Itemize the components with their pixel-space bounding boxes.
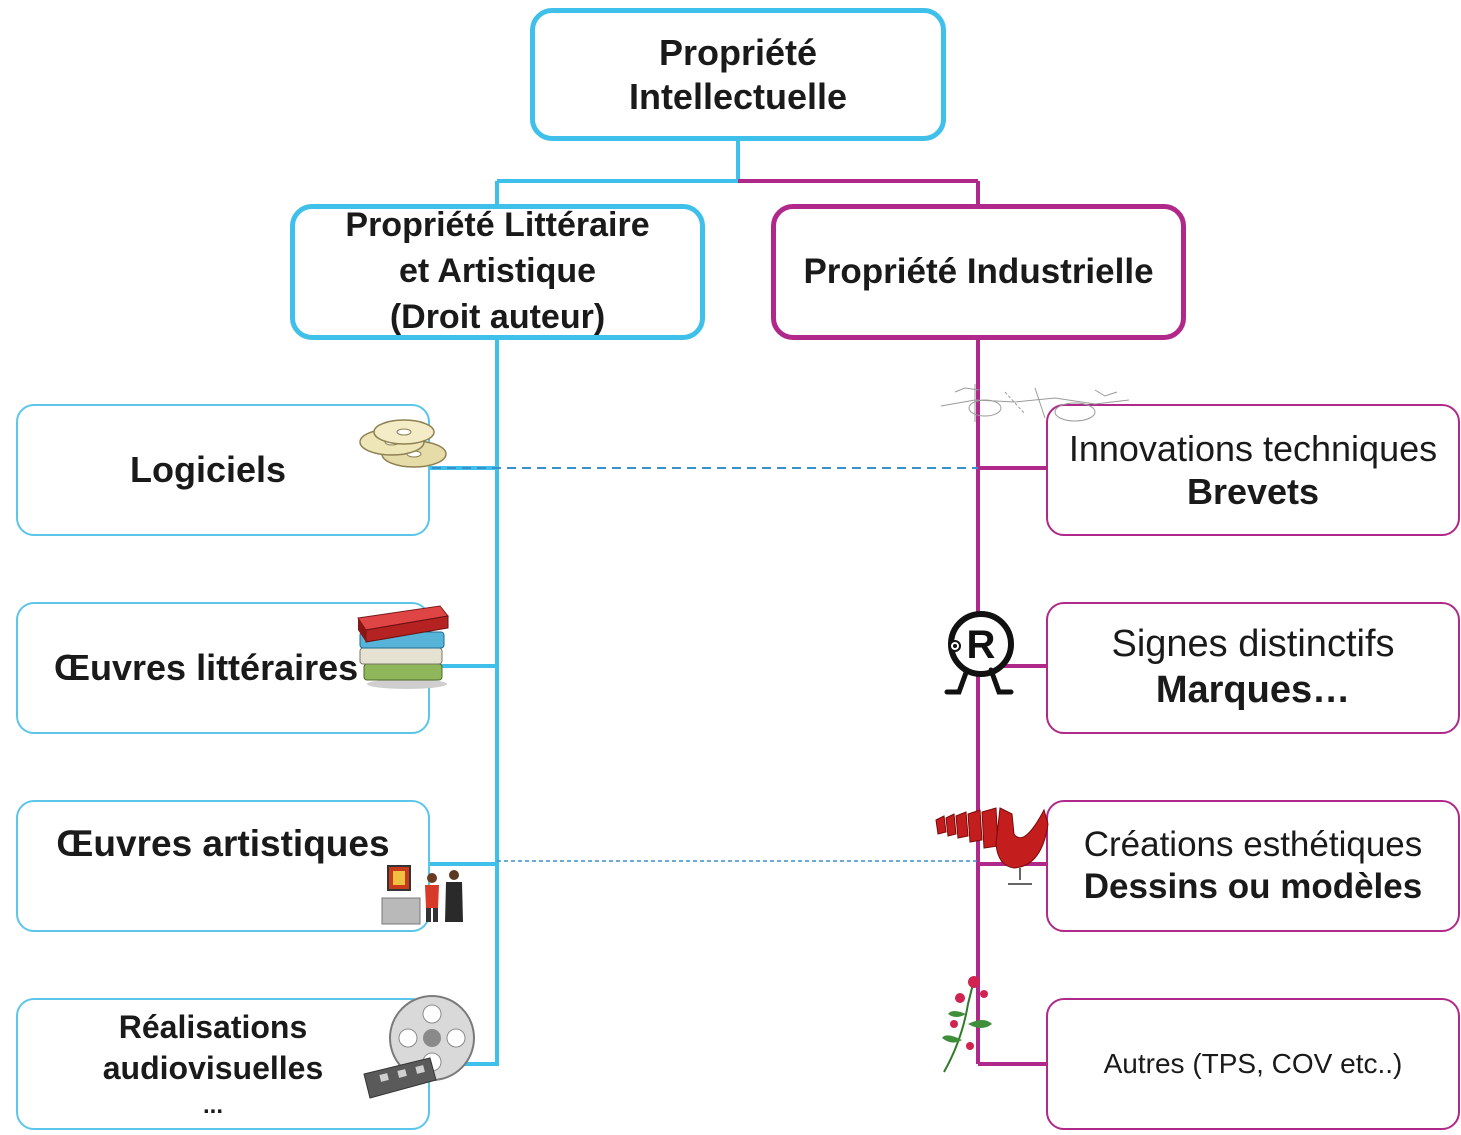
left-branch-node: Propriété Littéraire et Artistique (Droi… xyxy=(290,204,705,340)
right-branch-node: Propriété Industrielle xyxy=(771,204,1186,340)
left-branch-line2: et Artistique xyxy=(398,252,597,291)
item-brevets: Innovations techniques Brevets xyxy=(1046,404,1460,536)
technical-drawing-icon xyxy=(940,384,1130,422)
autres-label: Autres (TPS, COV etc..) xyxy=(1103,1048,1403,1080)
svg-text:R: R xyxy=(967,623,996,667)
dessins-line2: Dessins ou modèles xyxy=(1083,867,1423,906)
marques-line1: Signes distinctifs xyxy=(1111,623,1395,666)
root-line2: Intellectuelle xyxy=(628,75,848,117)
item-marques: Signes distinctifs Marques… xyxy=(1046,602,1460,734)
brevets-line1: Innovations techniques xyxy=(1068,427,1438,469)
realisations-line2: audiovisuelles xyxy=(102,1050,324,1087)
registered-trademark-icon: R xyxy=(944,611,1014,695)
item-logiciels: Logiciels xyxy=(16,404,430,536)
item-autres: Autres (TPS, COV etc..) xyxy=(1046,998,1460,1130)
dessins-line1: Créations esthétiques xyxy=(1083,825,1423,864)
left-branch-line3: (Droit auteur) xyxy=(389,297,606,336)
realisations-line3: ... xyxy=(202,1092,223,1119)
item-oeuvres-artistiques: Œuvres artistiques xyxy=(16,800,430,932)
books-icon xyxy=(357,605,449,689)
root-line1: Propriété xyxy=(658,32,818,74)
left-branch-line1: Propriété Littéraire xyxy=(345,206,650,245)
item-realisations-audiovisuelles: Réalisations audiovisuelles ... xyxy=(16,998,430,1130)
flower-icon xyxy=(942,976,992,1073)
film-reel-icon xyxy=(363,995,475,1099)
art-gallery-icon xyxy=(381,865,463,925)
item-dessins-modeles: Créations esthétiques Dessins ou modèles xyxy=(1046,800,1460,932)
realisations-line1: Réalisations xyxy=(118,1008,308,1045)
root-node: Propriété Intellectuelle xyxy=(530,8,946,141)
red-chairs-icon xyxy=(935,807,1049,885)
cd-discs-icon xyxy=(359,419,447,468)
oeuvres-artistiques-label: Œuvres artistiques xyxy=(56,823,390,864)
brevets-line2: Brevets xyxy=(1186,471,1320,512)
oeuvres-litteraires-label: Œuvres littéraires xyxy=(54,647,359,689)
logiciels-label: Logiciels xyxy=(129,449,287,491)
right-branch-label: Propriété Industrielle xyxy=(803,252,1154,291)
marques-line2: Marques… xyxy=(1155,669,1351,711)
